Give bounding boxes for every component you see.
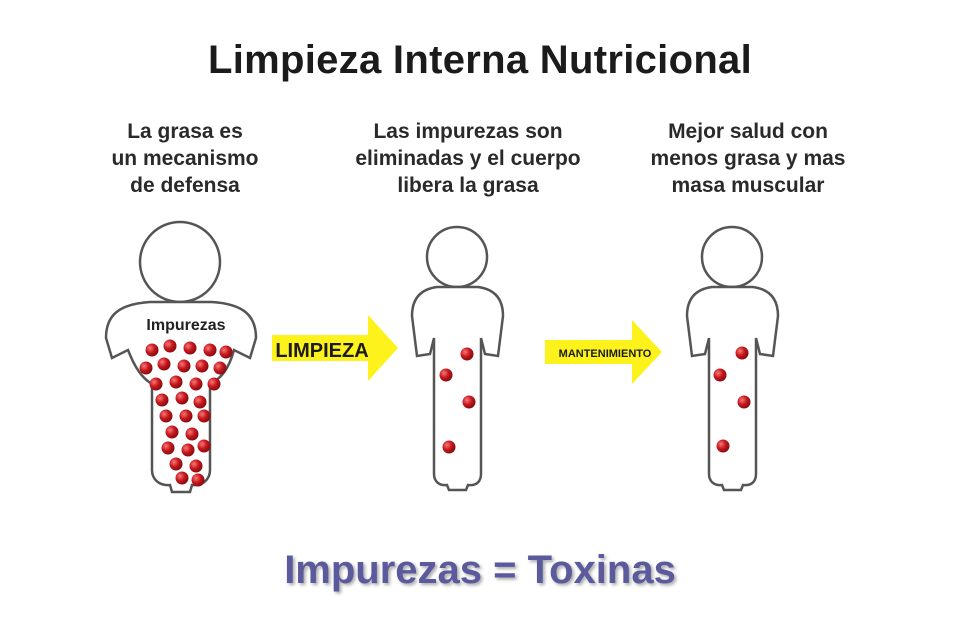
- impurity-dot: [460, 347, 474, 361]
- caption-stage-3: Mejor salud con menos grasa y mas masa m…: [603, 118, 893, 199]
- caption-line: masa muscular: [671, 174, 825, 197]
- impurity-dot: [145, 343, 159, 357]
- arrow-label: LIMPIEZA: [275, 340, 368, 362]
- impurity-dot: [737, 395, 751, 409]
- impurity-dot: [149, 377, 163, 391]
- impurity-dot: [191, 473, 205, 487]
- impurity-dot: [462, 395, 476, 409]
- caption-line: La grasa es: [127, 120, 243, 143]
- slim-body-shape: [410, 285, 505, 492]
- impurity-dot: [169, 457, 183, 471]
- caption-line: menos grasa y mas: [650, 147, 846, 170]
- caption-line: Las impurezas son: [373, 120, 563, 143]
- slim-body-figure: [410, 225, 505, 492]
- page-title: Limpieza Interna Nutricional: [207, 38, 753, 82]
- impurity-dot: [193, 395, 207, 409]
- caption-stage-1: La grasa es un mecanismo de defensa: [40, 118, 330, 199]
- impurity-dot: [197, 409, 211, 423]
- impurity-dot: [159, 409, 173, 423]
- impurity-dot: [175, 471, 189, 485]
- impurity-dot: [189, 377, 203, 391]
- impurity-dot: [713, 368, 727, 382]
- head-shape: [138, 220, 222, 304]
- caption-line: Mejor salud con: [668, 120, 828, 143]
- impurezas-toxinas-caption: Impurezas = Toxinas: [284, 548, 676, 592]
- impurity-dot: [442, 440, 456, 454]
- limpieza-arrow: LIMPIEZA: [272, 315, 398, 381]
- impurity-dot: [169, 375, 183, 389]
- impurity-dot: [165, 425, 179, 439]
- impurity-dot: [163, 339, 177, 353]
- impurity-dot: [197, 439, 211, 453]
- head-shape: [425, 225, 489, 289]
- head-shape: [700, 225, 764, 289]
- arrow-shape: [272, 315, 398, 381]
- impurity-dot: [175, 391, 189, 405]
- impurity-dot: [213, 361, 227, 375]
- arrow-shape: [545, 320, 662, 384]
- impurity-dot: [203, 343, 217, 357]
- impurity-dot: [716, 439, 730, 453]
- impurity-dot: [157, 357, 171, 371]
- impurity-dot: [189, 459, 203, 473]
- caption-stage-2: Las impurezas son eliminadas y el cuerpo…: [323, 118, 613, 199]
- impurity-dot: [195, 359, 209, 373]
- healthy-body-figure: [685, 225, 780, 492]
- impurity-dot: [439, 368, 453, 382]
- impurity-dot: [207, 377, 221, 391]
- impurity-dot: [181, 443, 195, 457]
- impurity-dot: [219, 345, 233, 359]
- caption-line: un mecanismo: [111, 147, 259, 170]
- impurity-dot: [179, 409, 193, 423]
- impurity-dot: [177, 359, 191, 373]
- heavy-body-figure: [104, 220, 258, 494]
- healthy-body-shape: [685, 285, 780, 492]
- caption-line: libera la grasa: [397, 174, 539, 197]
- impurity-dot: [161, 441, 175, 455]
- impurity-dot: [139, 361, 153, 375]
- caption-line: de defensa: [130, 174, 240, 197]
- mantenimiento-arrow: MANTENIMIENTO: [545, 320, 662, 384]
- impurezas-label: Impurezas: [146, 317, 225, 334]
- impurity-dot: [185, 427, 199, 441]
- impurity-dot: [155, 393, 169, 407]
- caption-line: eliminadas y el cuerpo: [355, 147, 581, 170]
- arrow-label: MANTENIMIENTO: [559, 348, 652, 360]
- impurity-dot: [183, 341, 197, 355]
- impurity-dot: [735, 346, 749, 360]
